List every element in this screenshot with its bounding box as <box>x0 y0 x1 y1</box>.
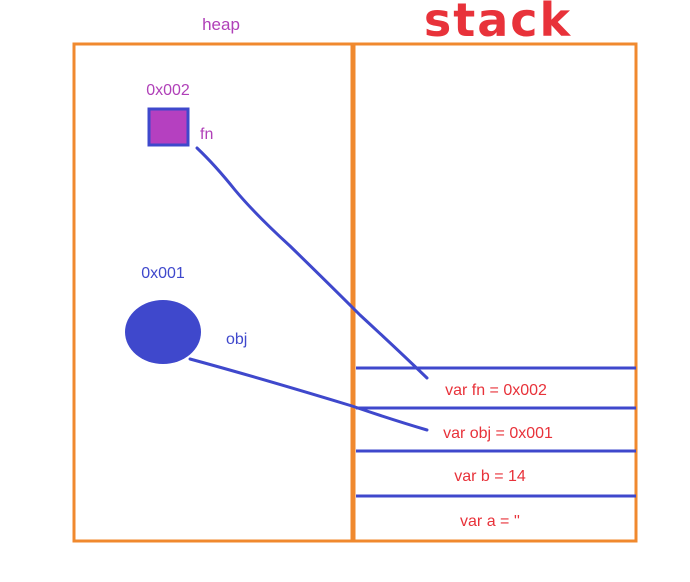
stack-entry-obj: var obj = 0x001 <box>443 425 553 442</box>
fn-reference-line <box>195 146 429 380</box>
heap-title: heap <box>202 15 240 34</box>
heap-region <box>72 42 356 543</box>
obj-reference-line <box>188 357 429 432</box>
obj-address: 0x001 <box>141 265 185 282</box>
stack-entry-b: var b = 14 <box>454 468 526 485</box>
fn-address: 0x002 <box>146 82 190 99</box>
stack-entry-a: var a = '' <box>460 513 520 530</box>
obj-object-circle <box>125 300 201 364</box>
stack-region <box>350 42 638 543</box>
obj-label: obj <box>226 331 247 348</box>
fn-object-square <box>147 107 190 147</box>
stack-title: stack <box>424 0 572 47</box>
fn-label: fn <box>200 126 213 143</box>
stack-entry-fn: var fn = 0x002 <box>445 382 547 399</box>
